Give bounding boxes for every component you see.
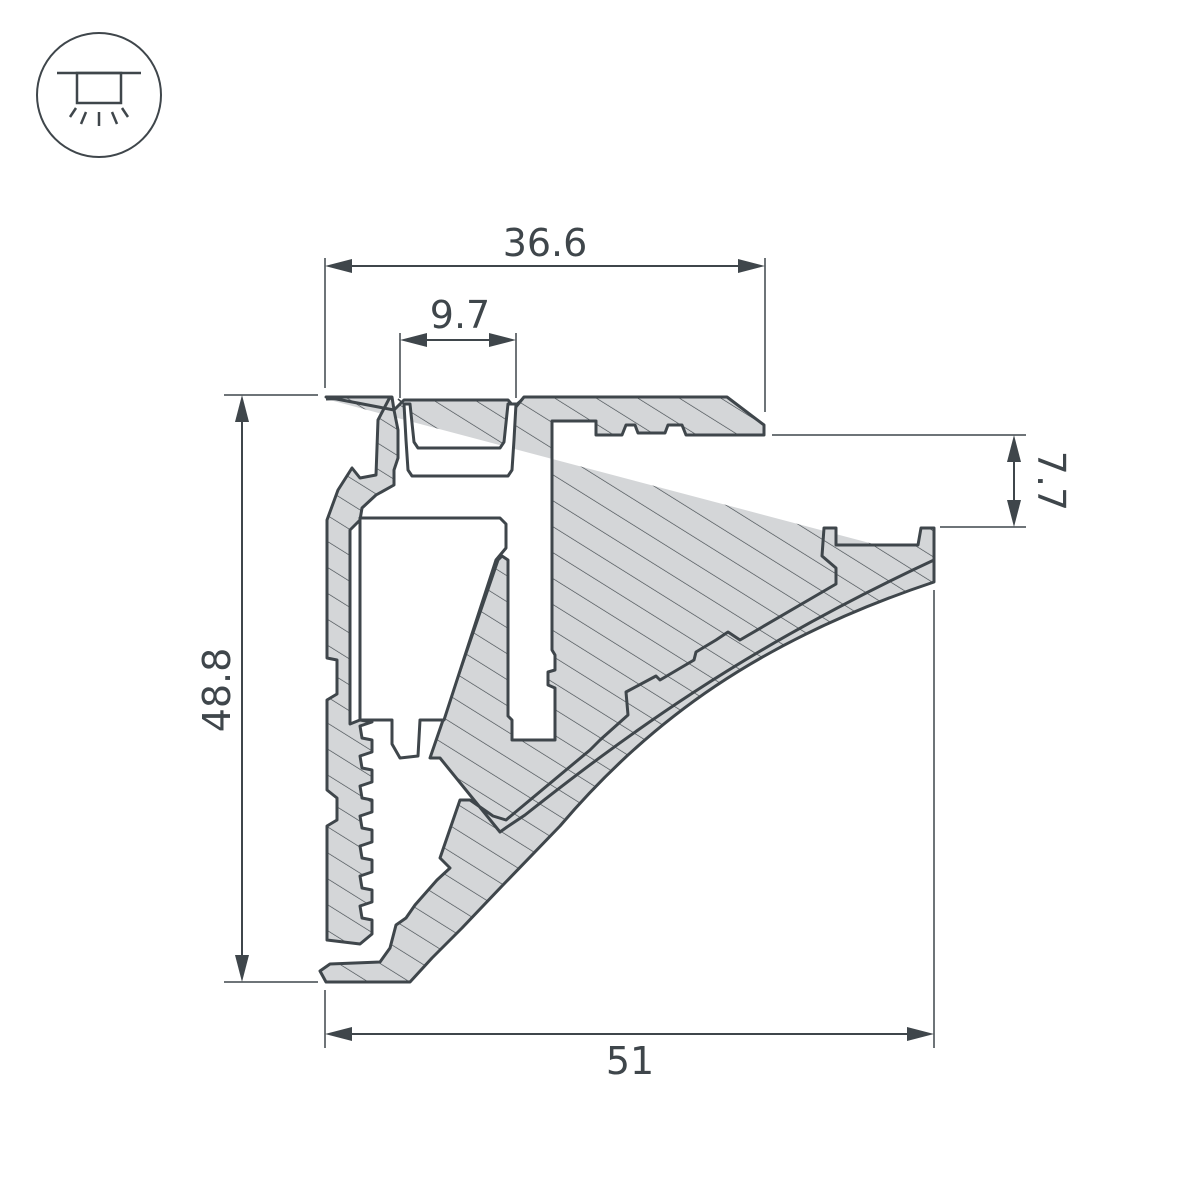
dimension-channel-width: 9.7 (399, 293, 517, 398)
dimension-top-width: 36.6 (324, 221, 766, 412)
profile-section (318, 395, 936, 984)
bottom-width-label: 51 (606, 1039, 654, 1083)
channel-width-label: 9.7 (430, 293, 490, 337)
profile-hollow (358, 516, 508, 760)
ceiling-mount-light-icon (36, 32, 162, 158)
dimension-side-offset: 7.7 (772, 434, 1073, 528)
profile-left-wall (324, 395, 400, 946)
height-label: 48.8 (195, 648, 239, 733)
side-offset-label: 7.7 (1029, 451, 1073, 511)
dimension-bottom-width: 51 (324, 590, 935, 1083)
profile-main-body (318, 395, 936, 984)
led-channel-lip (397, 398, 523, 405)
top-width-label: 36.6 (503, 221, 588, 265)
dimension-height: 48.8 (195, 394, 318, 983)
